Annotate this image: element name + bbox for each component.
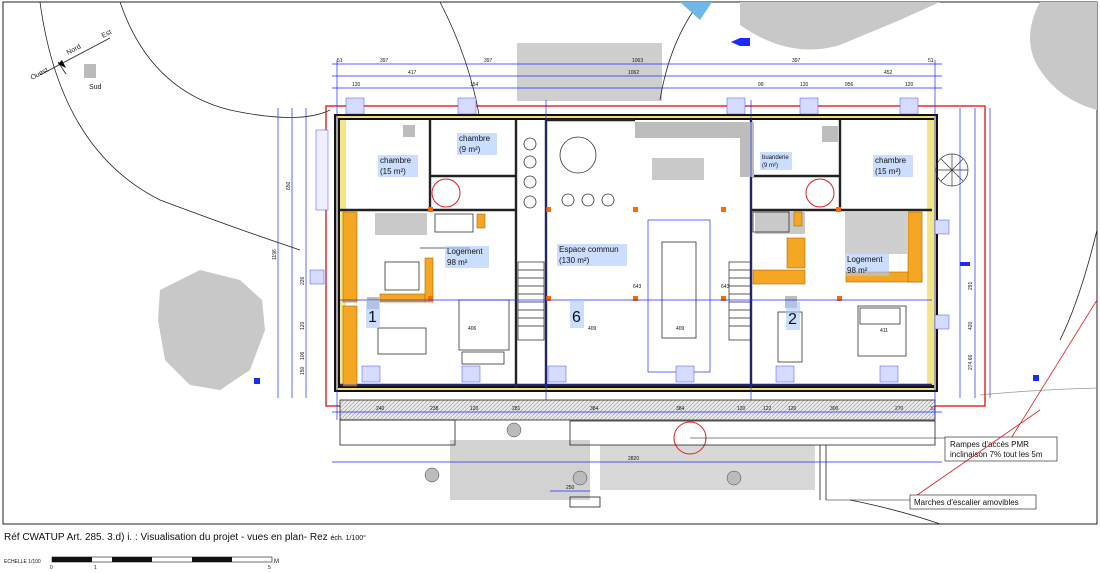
room-chambre-3-name: chambre — [875, 156, 907, 165]
unit-numbers: 1 6 2 — [366, 300, 800, 330]
compass-east-label: Est — [101, 29, 113, 40]
room-chambre-1-area: (15 m²) — [380, 167, 406, 176]
scalebar-mark-0: 0 — [50, 565, 53, 571]
scalebar-label: ECHELLE 1/100 — [4, 559, 41, 565]
compass-north-label: Nord — [66, 43, 83, 56]
dim-interior-2: 409 — [676, 326, 685, 332]
terrace — [339, 399, 936, 508]
room-chambre-2-name: chambre — [459, 134, 491, 143]
dim-top1-5: 51 — [928, 58, 934, 64]
dim-top1-0: 51 — [337, 58, 343, 64]
room-buanderie-name: buanderie — [762, 155, 789, 161]
level-markers — [254, 38, 1039, 384]
scalebar-unit: M — [274, 559, 279, 565]
dim-left-5: 150 — [300, 366, 306, 375]
caption-main: Réf CWATUP Art. 285. 3.d) i. : Visualisa… — [4, 532, 328, 543]
dim-bottom-4: 384 — [590, 406, 599, 412]
dim-left-1: 650 — [286, 181, 292, 190]
room-logement-2-area: 98 m² — [847, 266, 868, 275]
spiral-stair-icon — [935, 153, 969, 187]
dim-right-0: 291 — [968, 281, 974, 290]
dim-top3-3: 120 — [800, 82, 809, 88]
dim-bottom-0: 240 — [376, 406, 385, 412]
dim-top2-1: 1062 — [628, 70, 639, 76]
dim-top2-0: 417 — [408, 70, 417, 76]
compass-south-label: Sud — [89, 84, 102, 91]
callout-rampes-line2: inclinaison 7% tout les 5m — [950, 450, 1043, 459]
dim-top3-5: 120 — [905, 82, 914, 88]
dim-interior-0: 406 — [468, 326, 477, 332]
unit-number-1: 1 — [368, 309, 377, 326]
dim-bottom-5: 384 — [676, 406, 685, 412]
dim-bottom-2: 120 — [470, 406, 479, 412]
room-logement-2-name: Logement — [847, 255, 883, 264]
dim-left-2: 226 — [300, 276, 306, 285]
room-chambre-2-area: (9 m²) — [459, 145, 481, 154]
dim-top3-4: 956 — [845, 82, 854, 88]
dim-small-0: 250 — [566, 485, 575, 491]
building-walls — [334, 114, 938, 392]
annotation-boxes — [309, 97, 950, 383]
dim-interior-4: 643 — [633, 284, 642, 290]
dim-right-1: 420 — [968, 321, 974, 330]
scalebar-mark-1: 1 — [94, 565, 97, 571]
dim-bottom-1: 238 — [430, 406, 439, 412]
dim-bottom-3: 281 — [512, 406, 521, 412]
dim-top1-2: 397 — [484, 58, 493, 64]
dim-top1-1: 397 — [380, 58, 389, 64]
dim-top3-2: 99 — [758, 82, 764, 88]
dim-left-4: 106 — [300, 351, 306, 360]
column-markers — [428, 207, 842, 301]
compass: Nord Est Ouest Sud — [30, 29, 113, 91]
dimension-lines — [277, 60, 991, 492]
dim-bottom-10: 270 — [895, 406, 904, 412]
dim-bottom-9: 300 — [830, 406, 839, 412]
callouts: Rampes d'accès PMR inclinaison 7% tout l… — [690, 299, 1098, 510]
room-labels: chambre (15 m²) chambre (9 m²) Logement … — [378, 133, 913, 276]
dim-right-2: 274.66 — [968, 354, 974, 370]
dim-top3-1: 154 — [470, 82, 479, 88]
kitchen-units — [342, 211, 923, 387]
dim-interior-3: 411 — [880, 328, 888, 334]
north-arrow-icon — [680, 2, 712, 20]
scale-bar: ECHELLE 1/100 0 1 5 M — [4, 556, 279, 571]
dim-bottom-7: 122 — [763, 406, 772, 412]
scalebar-mark-5: 5 — [268, 565, 271, 571]
drawing-caption: Réf CWATUP Art. 285. 3.d) i. : Visualisa… — [4, 532, 366, 543]
dim-total: 2820 — [628, 456, 639, 462]
dim-bottom-6: 120 — [737, 406, 746, 412]
room-chambre-1-name: chambre — [380, 156, 412, 165]
dim-left-3: 120 — [300, 321, 306, 330]
unit-number-6: 6 — [572, 309, 581, 326]
dim-top3-0: 120 — [352, 82, 361, 88]
compass-west-label: Ouest — [30, 67, 50, 82]
room-logement-1-area: 98 m² — [447, 258, 468, 267]
dim-interior-5: 643 — [721, 284, 730, 290]
dim-top2-2: 452 — [884, 70, 893, 76]
tree-markers — [424, 422, 742, 486]
dim-top1-4: 397 — [792, 58, 801, 64]
stairs — [517, 261, 752, 341]
dim-left-0: 1196 — [272, 249, 278, 260]
room-chambre-3-area: (15 m²) — [875, 167, 901, 176]
dim-bottom-8: 120 — [788, 406, 797, 412]
dim-interior-1: 409 — [588, 326, 597, 332]
unit-number-2: 2 — [788, 311, 797, 328]
dim-bottom-11: 37 — [930, 406, 936, 412]
room-espace-commun-name: Espace commun — [559, 245, 619, 254]
room-buanderie-area: (9 m²) — [762, 163, 778, 169]
room-espace-commun-area: (130 m²) — [559, 256, 590, 265]
drawing-frame — [2, 1, 1098, 525]
callout-marches: Marches d'escalier amovibles — [914, 498, 1019, 507]
site-context — [84, 2, 1097, 500]
room-logement-1-name: Logement — [447, 247, 483, 256]
dim-top1-3: 1063 — [632, 58, 643, 64]
caption-scale: éch. 1/100° — [330, 535, 366, 542]
